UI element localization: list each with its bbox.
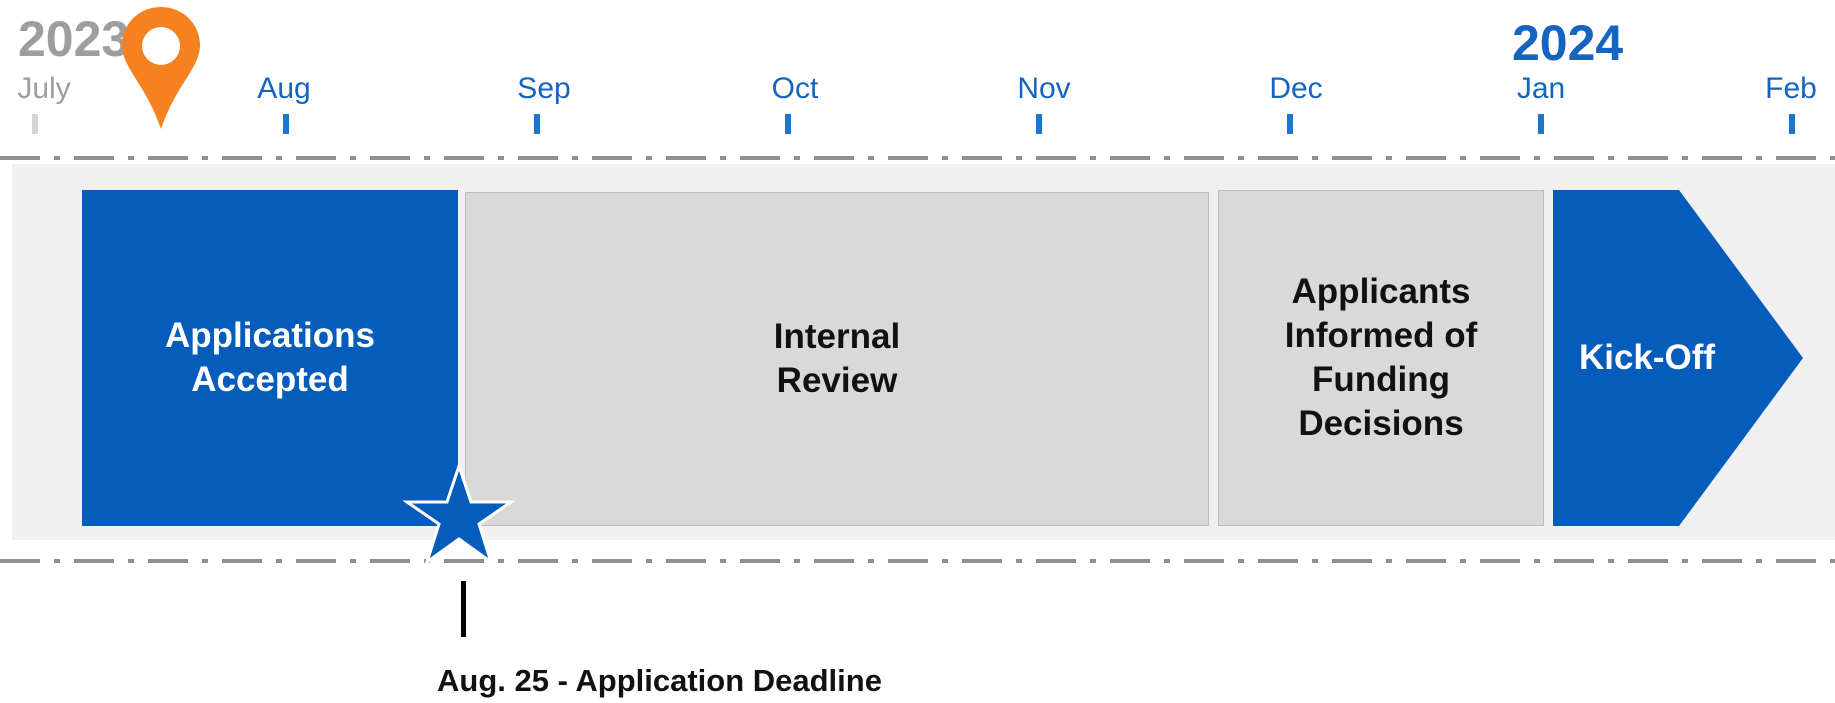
month-tick-july xyxy=(32,114,38,134)
month-tick-dec xyxy=(1287,114,1293,134)
phase-applications-accepted-line-1: Applications xyxy=(164,316,376,355)
phase-applicants-informed: Applicants Informed of Funding Decisions xyxy=(1218,190,1544,526)
phase-applicants-informed-line-3: Funding xyxy=(1311,360,1450,399)
month-tick-sep xyxy=(534,114,540,134)
month-tick-jan xyxy=(1538,114,1544,134)
month-label-sep: Sep xyxy=(517,72,571,105)
phase-applicants-informed-line-4: Decisions xyxy=(1298,404,1464,443)
phase-internal-review-line-1: Internal xyxy=(773,317,901,356)
timeline-bottom-dash-line xyxy=(0,559,1835,563)
phase-kick-off: Kick-Off xyxy=(1553,190,1803,526)
month-tick-oct xyxy=(785,114,791,134)
month-tick-nov xyxy=(1036,114,1042,134)
month-label-nov: Nov xyxy=(1017,72,1071,105)
phase-applications-accepted: Applications Accepted xyxy=(82,190,458,526)
phase-applicants-informed-line-1: Applicants xyxy=(1291,272,1471,311)
phase-applicants-informed-line-2: Informed of xyxy=(1284,316,1478,355)
month-label-feb: Feb xyxy=(1765,72,1817,105)
deadline-connector-line xyxy=(461,581,466,637)
timeline-top-dash-line xyxy=(0,156,1835,160)
deadline-label: Aug. 25 - Application Deadline xyxy=(437,663,882,698)
year-2024-label: 2024 xyxy=(1512,15,1624,71)
phase-kick-off-label: Kick-Off xyxy=(1578,338,1716,377)
month-label-dec: Dec xyxy=(1269,72,1323,105)
month-tick-feb xyxy=(1789,114,1795,134)
phase-internal-review-line-2: Review xyxy=(776,361,898,400)
month-label-jan: Jan xyxy=(1516,72,1566,105)
month-tick-aug xyxy=(283,114,289,134)
star-icon xyxy=(402,461,516,566)
year-2023-label: 2023 xyxy=(18,11,130,67)
month-label-aug: Aug xyxy=(257,72,311,105)
phase-internal-review: Internal Review xyxy=(465,192,1209,526)
month-label-oct: Oct xyxy=(771,72,819,105)
phase-applications-accepted-line-2: Accepted xyxy=(191,360,349,399)
map-pin-icon xyxy=(120,5,202,131)
month-label-july: July xyxy=(17,72,71,105)
